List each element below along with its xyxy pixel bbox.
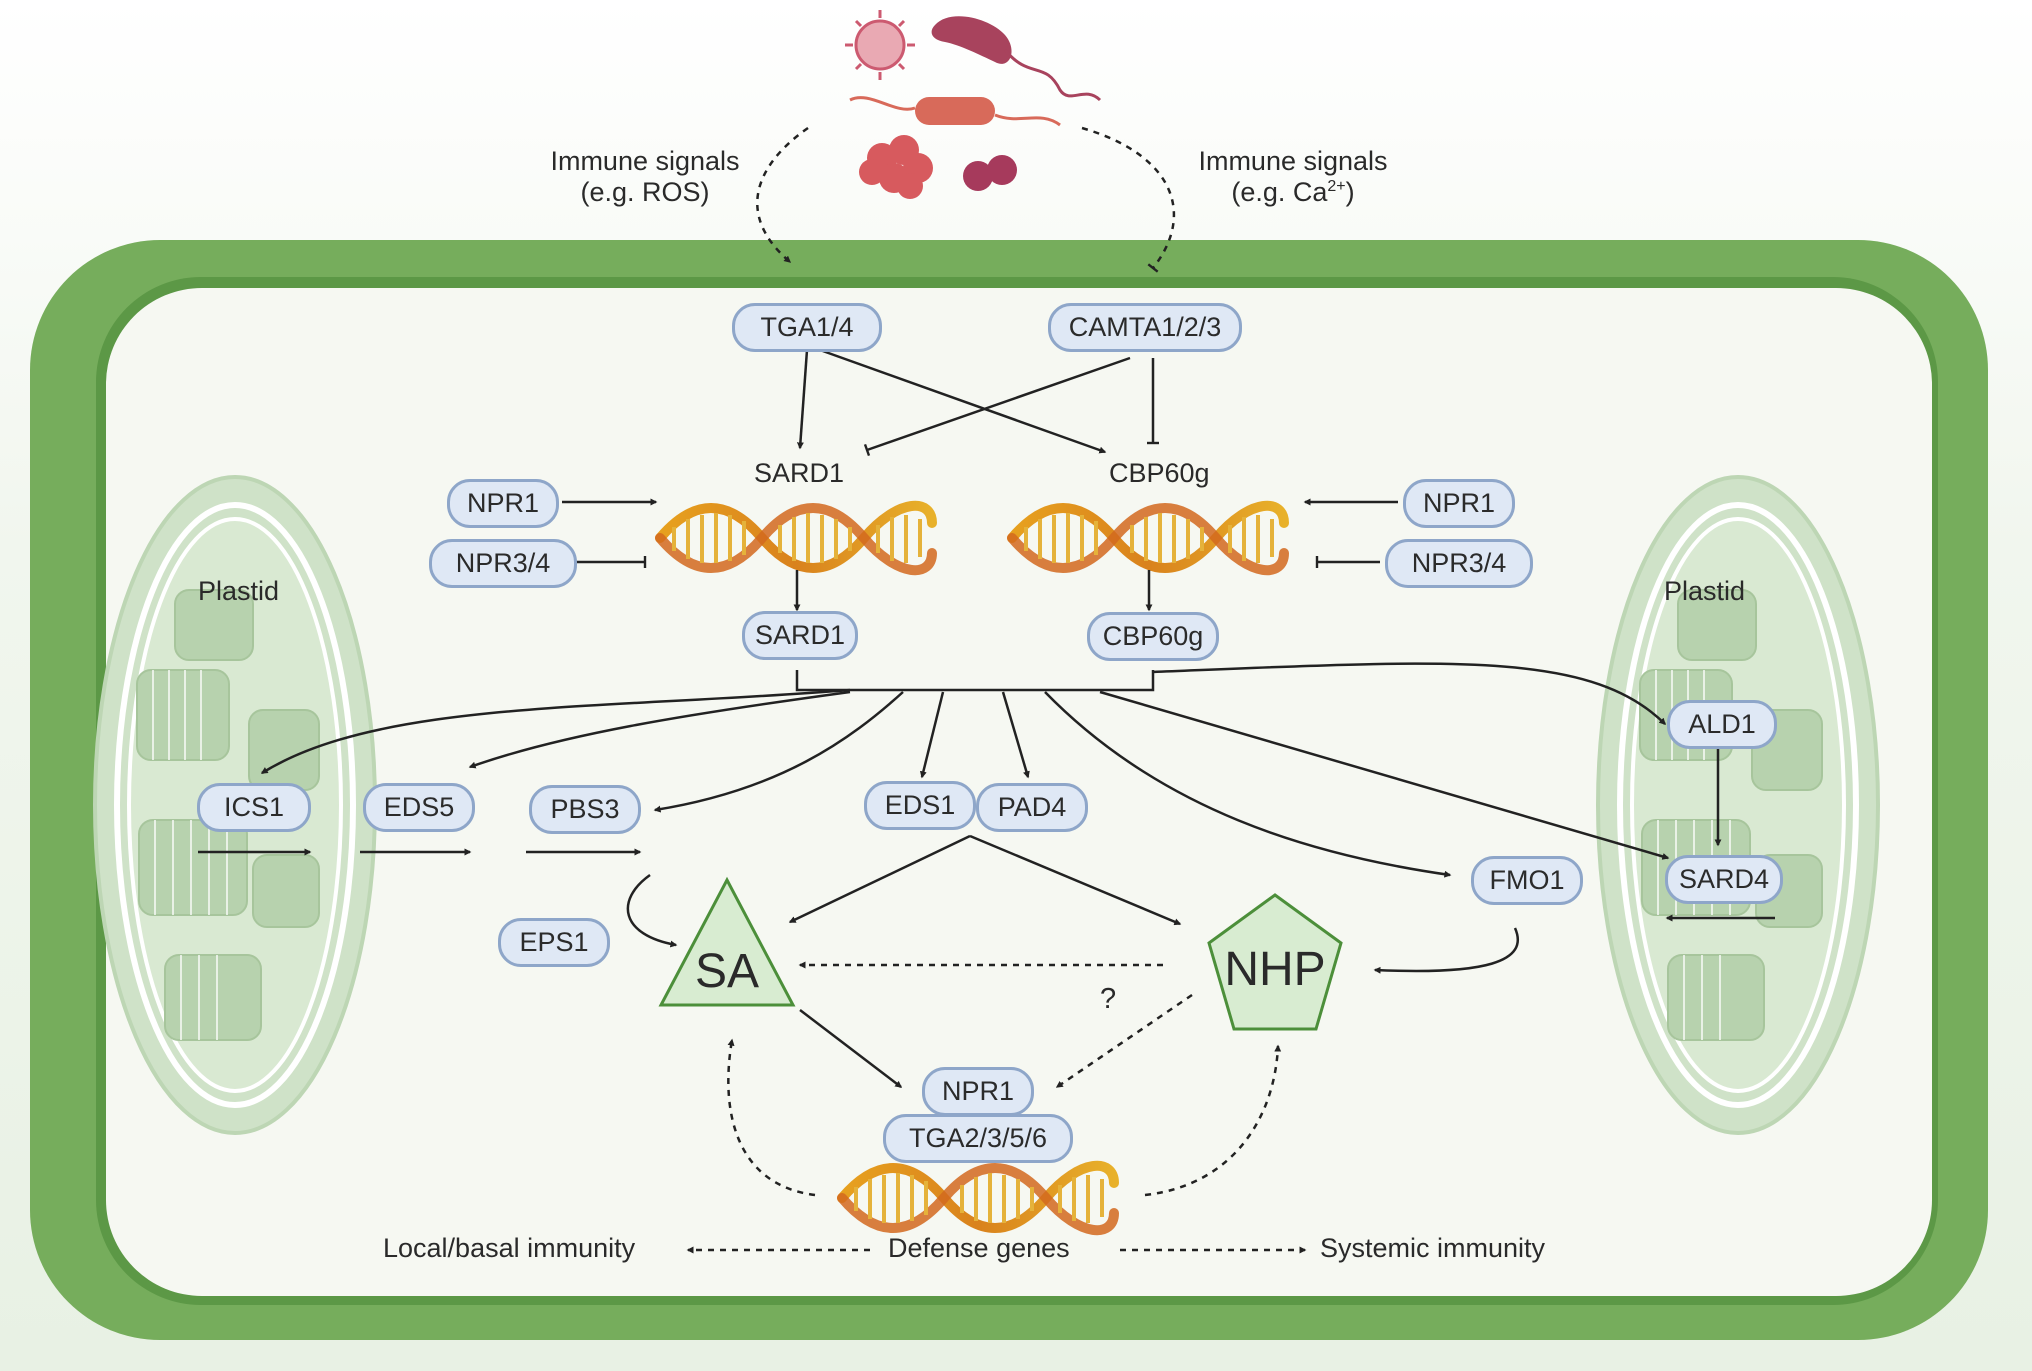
signal-left-label: Immune signals (e.g. ROS) <box>520 146 770 208</box>
ics1-pill: ICS1 <box>197 783 311 832</box>
npr34-right-pill: NPR3/4 <box>1385 539 1533 588</box>
plastid-left-label: Plastid <box>198 576 280 606</box>
nhp-pentagon <box>1207 893 1343 1031</box>
pad4-pill: PAD4 <box>976 783 1088 832</box>
signal-left-line2: (e.g. ROS) <box>580 177 710 208</box>
cbp60g-gene-label: CBP60g <box>1109 458 1210 488</box>
dna-cbp60g <box>1012 506 1284 570</box>
fmo1-pill: FMO1 <box>1471 856 1583 905</box>
npr1-nucleus-pill: NPR1 <box>922 1067 1034 1116</box>
tga2356-pill: TGA2/3/5/6 <box>883 1114 1073 1163</box>
npr1-left-pill: NPR1 <box>447 479 559 528</box>
sard1-gene-label: SARD1 <box>754 458 845 488</box>
inhibit-camta-sard1 <box>863 356 1131 457</box>
ald1-pill: ALD1 <box>1667 700 1777 749</box>
defense-genes-label: Defense genes <box>888 1233 1070 1263</box>
arrow-tga-sard1 <box>796 349 809 450</box>
sa-triangle <box>658 876 796 1007</box>
dna-sard1 <box>660 506 932 570</box>
local-immunity-label: Local/basal immunity <box>383 1233 636 1263</box>
camta-pill: CAMTA1/2/3 <box>1048 303 1242 352</box>
signal-right-line1: Immune signals <box>1198 146 1388 176</box>
eds1-pill: EDS1 <box>864 781 976 830</box>
npr34-left-pill: NPR3/4 <box>429 539 577 588</box>
dna-defense-genes <box>842 1166 1114 1230</box>
eds5-pill: EDS5 <box>363 783 475 832</box>
calcium-charge: 2+ <box>1327 178 1346 196</box>
sa-label: SA <box>694 945 760 998</box>
tga14-pill: TGA1/4 <box>732 303 882 352</box>
pathogens-illustration <box>845 10 1102 199</box>
systemic-immunity-label: Systemic immunity <box>1320 1233 1546 1263</box>
signal-right-label: Immune signals (e.g. Ca2+) <box>1168 146 1418 208</box>
npr1-right-pill: NPR1 <box>1403 479 1515 528</box>
uncertain-link-mark: ? <box>1100 983 1117 1015</box>
inhibit-ca-to-camta <box>1081 126 1176 273</box>
eps1-pill: EPS1 <box>498 918 610 967</box>
signal-left-line1: Immune signals <box>550 146 740 176</box>
sard4-pill: SARD4 <box>1665 855 1783 904</box>
nhp-label: NHP <box>1224 943 1326 996</box>
cbp60g-protein-pill: CBP60g <box>1087 612 1219 661</box>
pbs3-pill: PBS3 <box>529 785 641 834</box>
signal-right-line2: (e.g. Ca2+) <box>1231 177 1355 208</box>
arrow-tga-cbp60g <box>819 348 1107 454</box>
sard1-protein-pill: SARD1 <box>742 611 858 660</box>
plastid-right-label: Plastid <box>1664 576 1746 606</box>
